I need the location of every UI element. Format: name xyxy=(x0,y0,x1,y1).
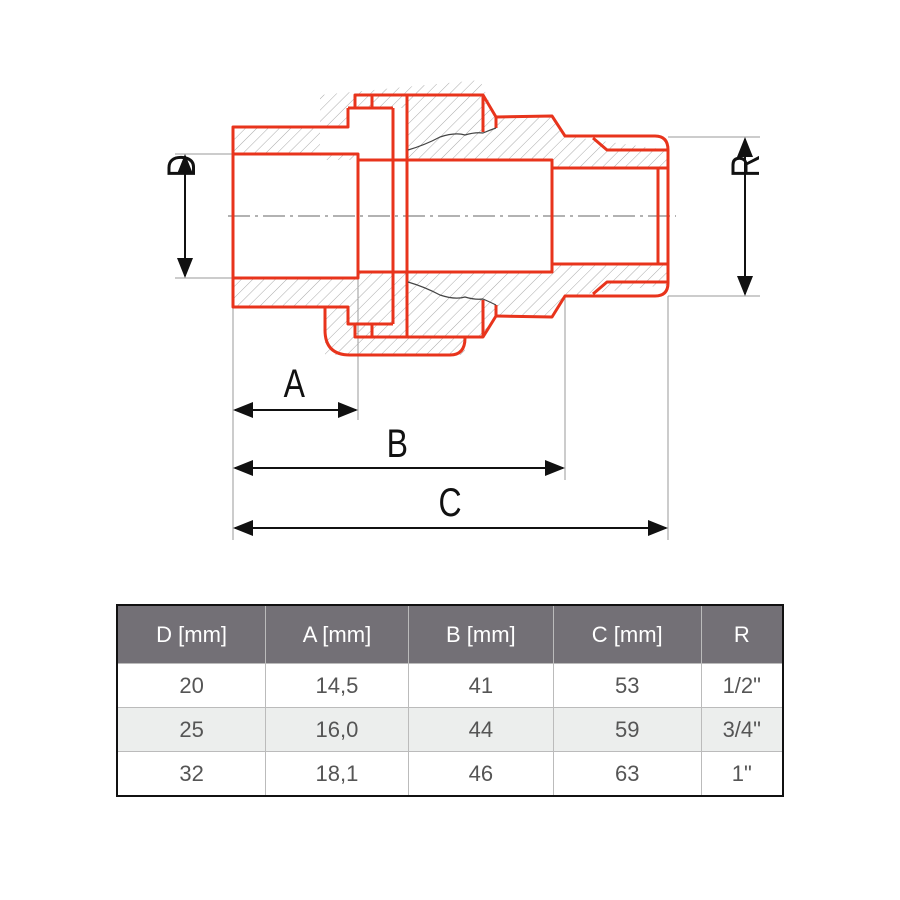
cell: 44 xyxy=(407,707,554,752)
cell: 53 xyxy=(552,663,702,708)
table-row: 25 16,0 44 59 3/4" xyxy=(117,707,783,752)
cell: 3/4" xyxy=(700,707,783,752)
cell: 18,1 xyxy=(265,751,409,796)
cell: 1/2" xyxy=(700,663,783,708)
cell: 59 xyxy=(552,707,702,752)
header-d: D [mm] xyxy=(117,605,266,664)
dimensions-table: D [mm] A [mm] B [mm] C [mm] R 20 14,5 41… xyxy=(116,604,784,797)
break-lines xyxy=(407,127,497,306)
cell: 46 xyxy=(407,751,554,796)
cell: 41 xyxy=(407,663,554,708)
union-fitting-cross-section: D R A B C xyxy=(159,80,768,540)
dimension-lines xyxy=(177,137,753,536)
label-R: R xyxy=(723,154,768,177)
header-a: A [mm] xyxy=(265,605,409,664)
label-A: A xyxy=(284,361,306,406)
table-row: 20 14,5 41 53 1/2" xyxy=(117,663,783,708)
table-header-row: D [mm] A [mm] B [mm] C [mm] R xyxy=(117,605,783,664)
cell: 16,0 xyxy=(265,707,409,752)
fitting-outline xyxy=(231,93,670,357)
header-r: R xyxy=(700,605,783,664)
cell: 14,5 xyxy=(265,663,409,708)
header-c: C [mm] xyxy=(552,605,702,664)
cell: 32 xyxy=(117,751,266,796)
cell: 25 xyxy=(117,707,266,752)
label-C: C xyxy=(439,480,462,525)
label-B: B xyxy=(387,421,408,466)
cell: 1" xyxy=(700,751,783,796)
hatched-sections xyxy=(233,80,668,355)
cell: 20 xyxy=(117,663,266,708)
table-row: 32 18,1 46 63 1" xyxy=(117,751,783,796)
label-D: D xyxy=(159,154,204,177)
cell: 63 xyxy=(552,751,702,796)
header-b: B [mm] xyxy=(407,605,554,664)
